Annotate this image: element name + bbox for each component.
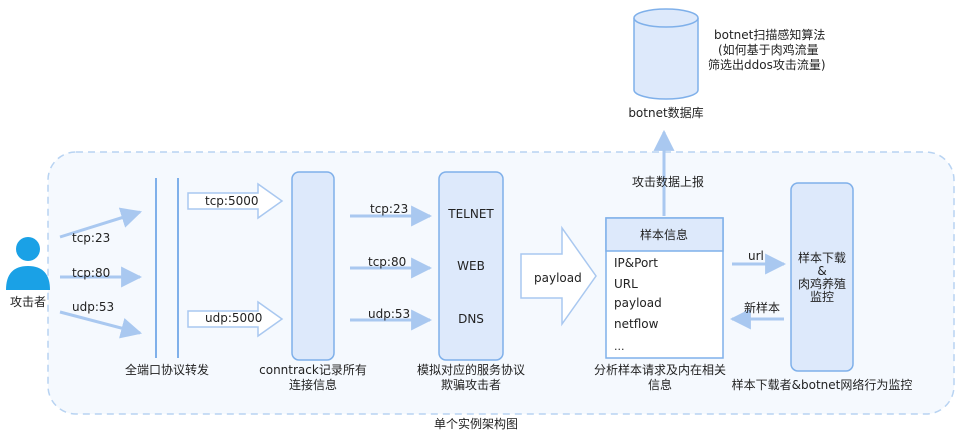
sample-info-field: payload (614, 296, 662, 310)
sample-info-label: 信息 (648, 377, 672, 392)
inbound-port-label: tcp:23 (72, 231, 110, 245)
url-label: url (748, 249, 764, 263)
sample-info-field: ... (614, 340, 625, 353)
database-note: botnet扫描感知算法 (714, 27, 825, 42)
downloader-caption: 样本下载者&botnet网络行为监控 (732, 377, 913, 392)
inbound-port-label: tcp:80 (72, 266, 110, 280)
attacker-label: 攻击者 (10, 295, 46, 309)
forward-arrow-label: udp:5000 (205, 311, 262, 325)
container-caption: 单个实例架构图 (434, 416, 518, 431)
service-item: WEB (457, 259, 485, 273)
new-sample-label: 新样本 (744, 300, 780, 315)
forward-arrow-tcp5000 (187, 182, 284, 220)
sample-info-field: IP&Port (614, 256, 658, 270)
database-note: (如何基于肉鸡流量 (718, 42, 819, 57)
inbound-port-label: udp:53 (72, 300, 114, 314)
conntrack-label: 连接信息 (289, 377, 337, 392)
downloader-text: 监控 (810, 290, 834, 304)
service-port-label: udp:53 (368, 307, 410, 321)
sample-info-header (605, 217, 724, 252)
payload-arrow (520, 225, 597, 327)
payload-label: payload (534, 271, 582, 285)
service-port-label: tcp:80 (368, 255, 406, 269)
service-item: DNS (458, 312, 484, 326)
downloader-text: & (817, 264, 826, 278)
downloader-box (790, 182, 854, 372)
forward-arrow-udp5000 (187, 300, 284, 338)
services-label: 欺骗攻击者 (441, 377, 501, 392)
downloader-text: 肉鸡养殖 (798, 276, 846, 291)
sample-info-field: URL (614, 277, 638, 291)
service-port-label: tcp:23 (370, 202, 408, 216)
conntrack-box (291, 171, 335, 361)
conntrack-label: conntrack记录所有 (259, 363, 367, 377)
services-label: 模拟对应的服务协议 (417, 362, 525, 377)
forwarder-label: 全端口协议转发 (125, 362, 209, 377)
forward-arrow-label: tcp:5000 (205, 194, 259, 208)
service-item: TELNET (447, 207, 494, 221)
upload-label: 攻击数据上报 (632, 174, 704, 189)
sample-info-field: netflow (614, 317, 659, 331)
inbound-arrow-udp53 (59, 310, 143, 339)
inbound-arrow-tcp23 (59, 207, 143, 239)
database-label: botnet数据库 (628, 105, 703, 120)
downloader-text: 样本下载 (798, 250, 846, 265)
person-icon (6, 237, 50, 290)
services-box (438, 171, 504, 361)
database-icon (633, 8, 699, 100)
sample-info-title: 样本信息 (640, 227, 688, 242)
database-note: 筛选出ddos攻击流量) (708, 57, 826, 72)
sample-info-label: 分析样本请求及内在相关 (594, 362, 726, 377)
